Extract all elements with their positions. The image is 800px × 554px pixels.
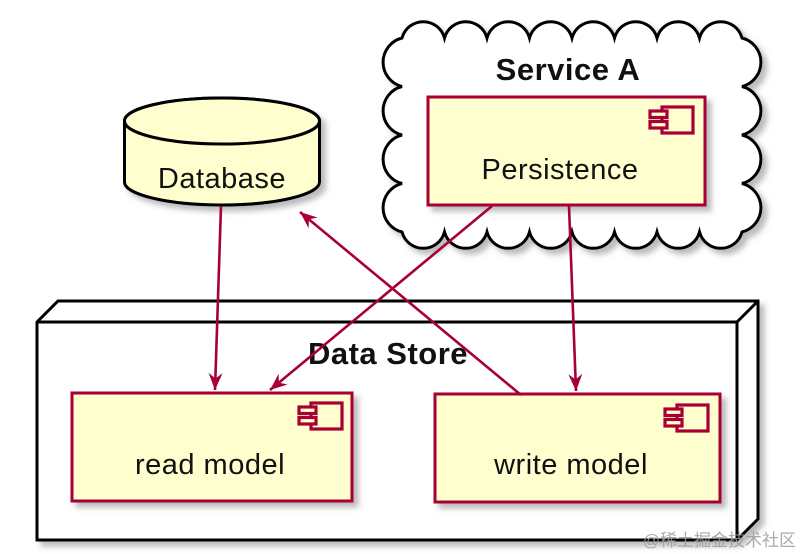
cloud-title: Service A	[496, 52, 641, 87]
database-label: Database	[158, 163, 286, 195]
component-icon	[648, 105, 695, 135]
edge-database-to-read-model	[208, 205, 223, 391]
edge-persistence-to-write-model	[567, 205, 583, 392]
write-model-label: write model	[493, 449, 648, 481]
read-model-label: read model	[135, 449, 285, 481]
edge-persistence-to-read-model	[269, 204, 493, 392]
persistence-label: Persistence	[481, 154, 638, 186]
cloud-service-a: Service A Persistence	[381, 20, 763, 250]
read-model-component: read model	[70, 391, 354, 503]
database-entity: Database	[123, 96, 321, 207]
edge-write-model-to-database	[299, 210, 522, 397]
component-icon	[663, 403, 710, 433]
persistence-component: Persistence	[426, 95, 707, 207]
write-model-component: write model	[433, 392, 722, 504]
datastore-node-title: Data Store	[308, 336, 468, 371]
component-icon	[297, 401, 344, 431]
database-cylinder-top	[123, 96, 321, 146]
datastore-node-3d-edges	[37, 299, 760, 540]
watermark-text: @稀土掘金技术社区	[643, 531, 796, 550]
